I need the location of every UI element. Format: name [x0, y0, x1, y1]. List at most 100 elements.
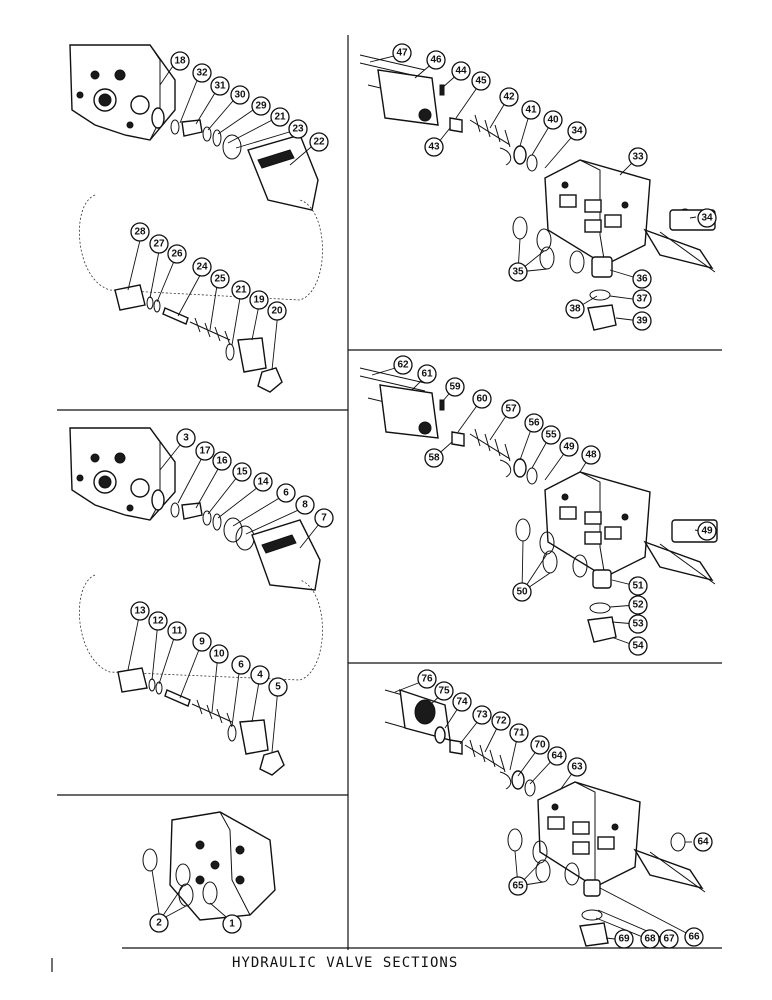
callout-19: 19 [249, 290, 269, 310]
svg-text:7: 7 [321, 513, 327, 524]
callout-42: 42 [499, 87, 519, 107]
svg-text:12: 12 [152, 616, 164, 627]
svg-text:74: 74 [456, 697, 468, 708]
svg-text:54: 54 [632, 641, 644, 652]
svg-text:71: 71 [513, 728, 525, 739]
svg-text:61: 61 [421, 369, 433, 380]
svg-text:69: 69 [618, 934, 630, 945]
callout-66: 66 [684, 927, 704, 947]
callout-31: 31 [210, 76, 230, 96]
callout-41: 41 [521, 100, 541, 120]
svg-text:3: 3 [183, 433, 189, 444]
relief-valve-assembly-lower [69, 427, 323, 776]
svg-text:65: 65 [512, 881, 524, 892]
callout-4: 4 [250, 665, 270, 685]
callout-73: 73 [472, 705, 492, 725]
callout-34: 34 [567, 121, 587, 141]
callout-72: 72 [491, 711, 511, 731]
svg-text:48: 48 [585, 450, 597, 461]
svg-text:63: 63 [571, 762, 583, 773]
svg-text:25: 25 [214, 274, 226, 285]
svg-text:9: 9 [199, 637, 205, 648]
callout-62: 62 [393, 355, 413, 375]
svg-text:40: 40 [547, 115, 559, 126]
svg-text:1: 1 [229, 919, 235, 930]
section-dividers [51, 35, 722, 972]
svg-text:51: 51 [632, 581, 644, 592]
callout-40: 40 [543, 110, 563, 130]
inlet-section-assembly [142, 811, 276, 921]
callout-17: 17 [195, 441, 215, 461]
callout-49b: 49 [697, 521, 717, 541]
svg-text:59: 59 [449, 382, 461, 393]
callout-9: 9 [192, 632, 212, 652]
callout-49: 49 [559, 437, 579, 457]
svg-text:29: 29 [255, 101, 267, 112]
svg-text:2: 2 [156, 918, 162, 929]
svg-text:62: 62 [397, 360, 409, 371]
callout-30: 30 [230, 85, 250, 105]
svg-text:21: 21 [274, 112, 286, 123]
callout-54: 54 [628, 636, 648, 656]
callout-43: 43 [424, 137, 444, 157]
svg-text:64: 64 [697, 837, 709, 848]
callout-47: 47 [392, 43, 412, 63]
svg-text:75: 75 [438, 686, 450, 697]
callout-69: 69 [614, 929, 634, 949]
svg-text:23: 23 [292, 124, 304, 135]
svg-text:45: 45 [475, 76, 487, 87]
svg-text:53: 53 [632, 619, 644, 630]
svg-text:50: 50 [516, 587, 528, 598]
svg-text:70: 70 [534, 740, 546, 751]
svg-text:18: 18 [174, 56, 186, 67]
callout-55: 55 [541, 425, 561, 445]
svg-text:8: 8 [302, 500, 308, 511]
callout-46: 46 [426, 50, 446, 70]
callout-3: 3 [176, 428, 196, 448]
svg-text:72: 72 [495, 716, 507, 727]
callout-33: 33 [628, 147, 648, 167]
callout-53: 53 [628, 614, 648, 634]
callout-5: 5 [268, 677, 288, 697]
callout-45: 45 [471, 71, 491, 91]
callout-27: 27 [149, 234, 169, 254]
svg-text:28: 28 [134, 227, 146, 238]
svg-text:57: 57 [505, 404, 517, 415]
svg-text:49: 49 [563, 442, 575, 453]
callout-70: 70 [530, 735, 550, 755]
callout-68: 68 [640, 929, 660, 949]
svg-text:42: 42 [503, 92, 515, 103]
svg-text:19: 19 [253, 295, 265, 306]
svg-text:41: 41 [525, 105, 537, 116]
svg-text:34: 34 [701, 213, 713, 224]
callout-18: 18 [170, 51, 190, 71]
callout-60: 60 [472, 389, 492, 409]
svg-text:30: 30 [234, 90, 246, 101]
callout-10: 10 [209, 644, 229, 664]
callout-67: 67 [659, 929, 679, 949]
callout-6: 6 [276, 483, 296, 503]
callout-71: 71 [509, 723, 529, 743]
callout-16: 16 [212, 451, 232, 471]
svg-text:37: 37 [636, 294, 648, 305]
callout-21: 21 [270, 107, 290, 127]
callout-29: 29 [251, 96, 271, 116]
callout-14: 14 [253, 472, 273, 492]
callout-38: 38 [565, 299, 585, 319]
svg-text:27: 27 [153, 239, 165, 250]
callout-22: 22 [309, 132, 329, 152]
svg-text:67: 67 [663, 934, 675, 945]
callout-12: 12 [148, 611, 168, 631]
relief-valve-assembly-upper [69, 44, 323, 393]
svg-text:58: 58 [428, 453, 440, 464]
svg-text:10: 10 [213, 649, 225, 660]
svg-text:64: 64 [551, 751, 563, 762]
callout-51: 51 [628, 576, 648, 596]
svg-text:35: 35 [512, 267, 524, 278]
svg-text:49: 49 [701, 526, 713, 537]
callout-26: 26 [167, 244, 187, 264]
svg-text:36: 36 [636, 274, 648, 285]
svg-text:76: 76 [421, 674, 433, 685]
callout-39: 39 [632, 311, 652, 331]
svg-text:24: 24 [196, 262, 208, 273]
